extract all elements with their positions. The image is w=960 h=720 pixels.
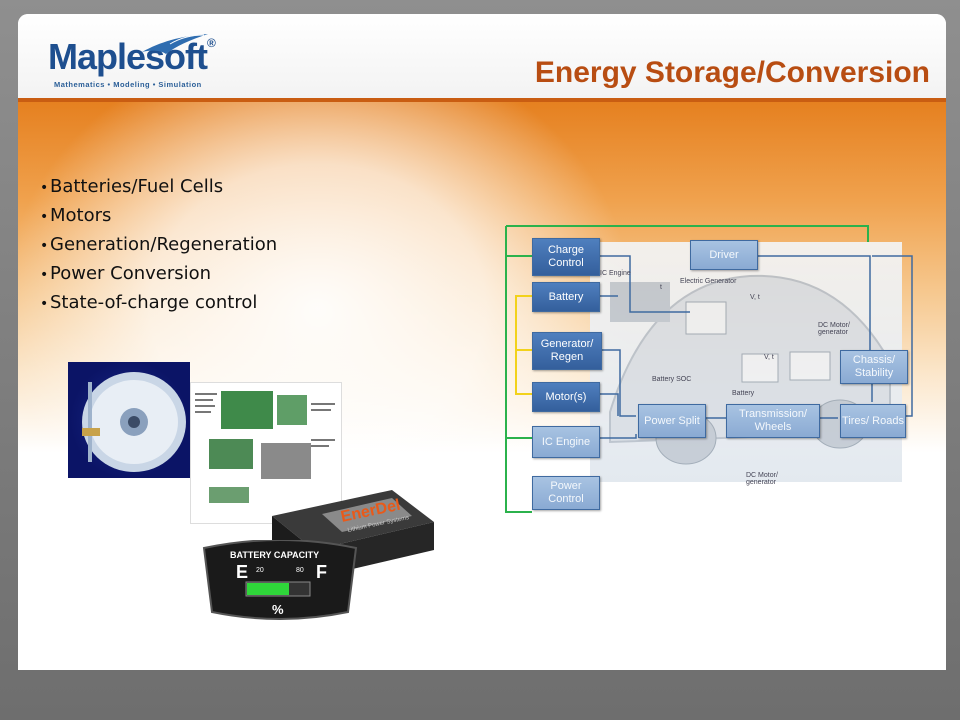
bullet-item: •Motors bbox=[40, 205, 112, 226]
power-split-box: Power Split bbox=[638, 404, 706, 438]
dc-motor-generator-label-bottom: DC Motor/ generator bbox=[746, 472, 778, 486]
svg-text:20: 20 bbox=[256, 567, 264, 574]
electric-generator-label: Electric Generator bbox=[680, 278, 737, 285]
driver-box: Driver bbox=[690, 240, 758, 270]
svg-text:F: F bbox=[316, 562, 327, 582]
battery-box: Battery bbox=[532, 282, 600, 312]
bullet-item: •Batteries/Fuel Cells bbox=[40, 176, 224, 197]
bullet-item: •Power Conversion bbox=[40, 263, 212, 284]
hybrid-vehicle-system-diagram: Charge Control Battery Generator/ Regen … bbox=[500, 220, 920, 520]
transmission-wheels-box: Transmission/ Wheels bbox=[726, 404, 820, 438]
battery-capacity-gauge-image: BATTERY CAPACITY E F 20 80 % bbox=[200, 539, 360, 625]
logo-tagline: Mathematics • Modeling • Simulation bbox=[54, 80, 202, 89]
chassis-stability-box: Chassis/ Stability bbox=[840, 350, 908, 384]
svg-text:%: % bbox=[272, 602, 284, 617]
ic-engine-label: IC Engine bbox=[600, 270, 631, 277]
bullet-item: •Generation/Regeneration bbox=[40, 234, 278, 255]
ic-engine-box: IC Engine bbox=[532, 426, 600, 458]
svg-text:80: 80 bbox=[296, 567, 304, 574]
t-label: t bbox=[660, 284, 662, 291]
dc-motor-generator-label-top: DC Motor/ generator bbox=[818, 322, 850, 336]
header-divider bbox=[18, 98, 946, 102]
battery-soc-label: Battery SOC bbox=[652, 376, 692, 383]
v-t-label-1: V, t bbox=[750, 294, 760, 301]
v-t-label-2: V, t bbox=[764, 354, 774, 361]
generator-regen-box: Generator/ Regen bbox=[532, 332, 602, 370]
circuit-boards-image bbox=[190, 382, 342, 524]
battery-small-label: Battery bbox=[732, 390, 755, 397]
logo-trademark: ® bbox=[207, 36, 216, 50]
tires-roads-box: Tires/ Roads bbox=[840, 404, 906, 438]
bullet-item: •State-of-charge control bbox=[40, 292, 258, 313]
slide-title: Energy Storage/Conversion bbox=[534, 56, 930, 89]
motors-box: Motor(s) bbox=[532, 382, 600, 412]
power-control-box: Power Control bbox=[532, 476, 600, 510]
charge-control-box: Charge Control bbox=[532, 238, 600, 276]
svg-text:E: E bbox=[236, 562, 248, 582]
bullet-list: •Batteries/Fuel Cells •Motors •Generatio… bbox=[40, 172, 277, 317]
maple-leaf-icon bbox=[142, 34, 208, 54]
maplesoft-logo: Maplesoft® Mathematics • Modeling • Simu… bbox=[48, 32, 228, 102]
electric-motor-image bbox=[68, 362, 190, 478]
svg-text:BATTERY CAPACITY: BATTERY CAPACITY bbox=[230, 550, 319, 560]
slide-header: Maplesoft® Mathematics • Modeling • Simu… bbox=[18, 14, 946, 98]
